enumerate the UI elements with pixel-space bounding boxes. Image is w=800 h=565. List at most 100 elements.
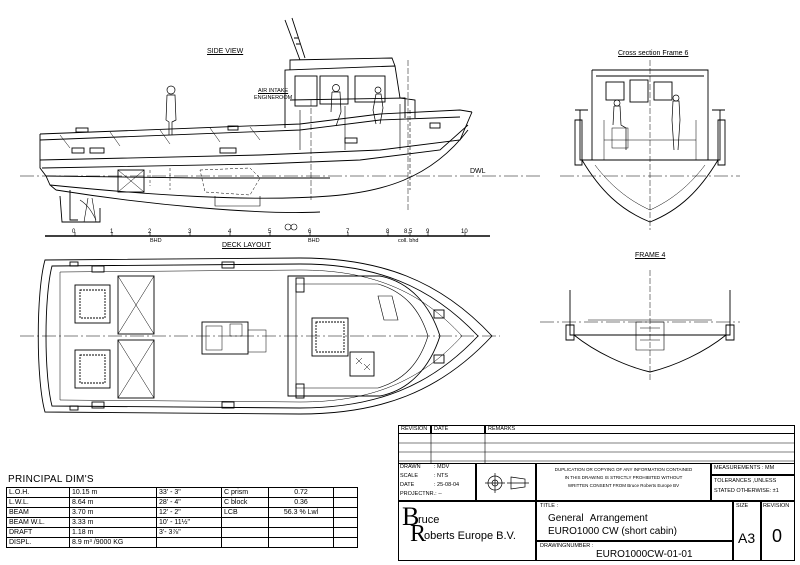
title-line-1: General Arrangement xyxy=(548,513,648,524)
dims-cell-coef xyxy=(221,527,269,538)
dims-cell-coef_val: 0.36 xyxy=(268,497,334,508)
dims-cell-metric: 8.9 m³ /9000 KG xyxy=(69,537,157,548)
date-header: DATE xyxy=(431,425,485,434)
principal-dims-title: PRINCIPAL DIM'S xyxy=(8,474,94,485)
dwl-label: DWL xyxy=(470,168,486,175)
tolerances-box xyxy=(711,475,795,501)
dims-cell-imperial: 3'- 3⅞" xyxy=(156,527,222,538)
drawingnumber-label: DRAWINGNUMBER : xyxy=(540,543,594,549)
dims-cell-coef xyxy=(221,537,269,548)
dims-cell-imperial: 12' - 2" xyxy=(156,507,222,518)
copyright-notice-box xyxy=(536,463,711,501)
dims-cell-coef: C block xyxy=(221,497,269,508)
dims-cell-coef: C prism xyxy=(221,487,269,498)
bhd-label-1: BHD xyxy=(150,238,162,244)
company-logo-r: R xyxy=(410,521,427,547)
notice-line-2: IN THIS DRAWING IS STRICTLY PROHIBITED W… xyxy=(564,475,683,480)
revision-label: REVISION xyxy=(763,503,790,509)
notice-line-3: WRITTEN CONSENT FROM Bruce Roberts Europ… xyxy=(567,483,680,488)
coll-bhd-label: coll. bhd xyxy=(398,238,419,244)
dims-cell-imperial: 28' - 4" xyxy=(156,497,222,508)
engineroom-label: ENGINEROOM xyxy=(254,95,293,101)
dims-cell-imperial: 33' - 3" xyxy=(156,487,222,498)
remarks-header: REMARKS xyxy=(485,425,795,434)
dims-cell-empty xyxy=(333,537,358,548)
dims-cell-metric: 8.64 m xyxy=(69,497,157,508)
deck-layout-label: DECK LAYOUT xyxy=(222,242,271,249)
dims-cell-coef xyxy=(221,517,269,528)
dims-cell-metric: 3.70 m xyxy=(69,507,157,518)
svg-text:8: 8 xyxy=(386,229,390,235)
svg-text:3: 3 xyxy=(188,229,192,235)
measurements-box xyxy=(711,463,795,475)
svg-text:7: 7 xyxy=(346,229,350,235)
revision-box xyxy=(761,501,795,561)
dims-cell-coef_val xyxy=(268,527,334,538)
svg-text:10: 10 xyxy=(461,229,468,235)
dims-cell-imperial xyxy=(156,537,222,548)
copyright-notice: DUPLICATION OR COPYING OF ANY INFORMATIO… xyxy=(536,466,711,490)
scale-label: SCALE xyxy=(400,473,419,479)
svg-text:6: 6 xyxy=(308,229,312,235)
dims-cell-label: DISPL. xyxy=(6,537,70,548)
cross-section-label: Cross section Frame 6 xyxy=(618,50,689,57)
dims-cell-metric: 3.33 m xyxy=(69,517,157,528)
tolerances-line-2: STATED OTHERWISE: ±1 xyxy=(714,488,779,494)
company-logo-ruce: ruce xyxy=(418,514,440,526)
side-view xyxy=(20,17,540,237)
company-logo-box xyxy=(398,501,536,561)
svg-text:0: 0 xyxy=(72,229,76,235)
dims-cell-coef_val xyxy=(268,537,334,548)
size-value: A3 xyxy=(738,530,756,546)
size-box xyxy=(733,501,761,561)
projection-symbol-icon xyxy=(485,473,529,493)
title-area xyxy=(536,501,733,541)
revision-value: 0 xyxy=(772,526,783,546)
dims-cell-coef_val: 56.3 % Lwl xyxy=(268,507,334,518)
date-value: : 25-08-04 xyxy=(434,482,460,488)
dims-cell-label: BEAM xyxy=(6,507,70,518)
title-label: TITLE : xyxy=(540,503,559,509)
svg-text:5: 5 xyxy=(268,229,272,235)
dims-cell-empty xyxy=(333,527,358,538)
drawingnumber-value: EURO1000CW-01-01 xyxy=(596,549,693,560)
drawn-label: DRAWN xyxy=(400,464,421,470)
dims-cell-empty xyxy=(333,497,358,508)
svg-text:9: 9 xyxy=(426,229,430,235)
size-label: SIZE xyxy=(736,503,749,509)
revision-header: REVISION xyxy=(398,425,431,434)
company-logo-rest: oberts Europe B.V. xyxy=(424,530,516,542)
frame-4-section xyxy=(540,270,740,380)
dims-cell-coef_val: 0.72 xyxy=(268,487,334,498)
scale-value: : NTS xyxy=(434,473,449,479)
drawn-block xyxy=(398,463,476,501)
dims-cell-empty xyxy=(333,507,358,518)
dims-cell-label: DRAFT xyxy=(6,527,70,538)
drawn-value: : MDV xyxy=(434,464,450,470)
notice-line-1: DUPLICATION OR COPYING OF ANY INFORMATIO… xyxy=(554,467,693,472)
dims-cell-label: BEAM W.L. xyxy=(6,517,70,528)
title-line-2: EURO1000 CW (short cabin) xyxy=(548,526,677,537)
dims-cell-metric: 1.18 m xyxy=(69,527,157,538)
side-view-label: SIDE VIEW xyxy=(207,48,244,55)
projection-symbol-box xyxy=(476,463,536,501)
projectnr-label: PROJECTNR.: -- xyxy=(400,491,442,497)
svg-text:4: 4 xyxy=(228,229,232,235)
svg-text:8,5: 8,5 xyxy=(404,229,413,235)
deck-layout-plan xyxy=(20,257,500,415)
measurements-label: MEASUREMENTS : MM xyxy=(714,465,775,471)
table-row: DISPL.8.9 m³ /9000 KG xyxy=(6,537,358,548)
dims-cell-label: L.W.L. xyxy=(6,497,70,508)
svg-text:1: 1 xyxy=(110,229,114,235)
drawingnumber-area xyxy=(536,541,733,561)
company-logo-b: B xyxy=(402,502,420,531)
svg-text:2: 2 xyxy=(148,229,152,235)
tolerances-line-1: TOLERANCES ,UNLESS xyxy=(714,478,777,484)
dims-cell-label: L.O.H. xyxy=(6,487,70,498)
